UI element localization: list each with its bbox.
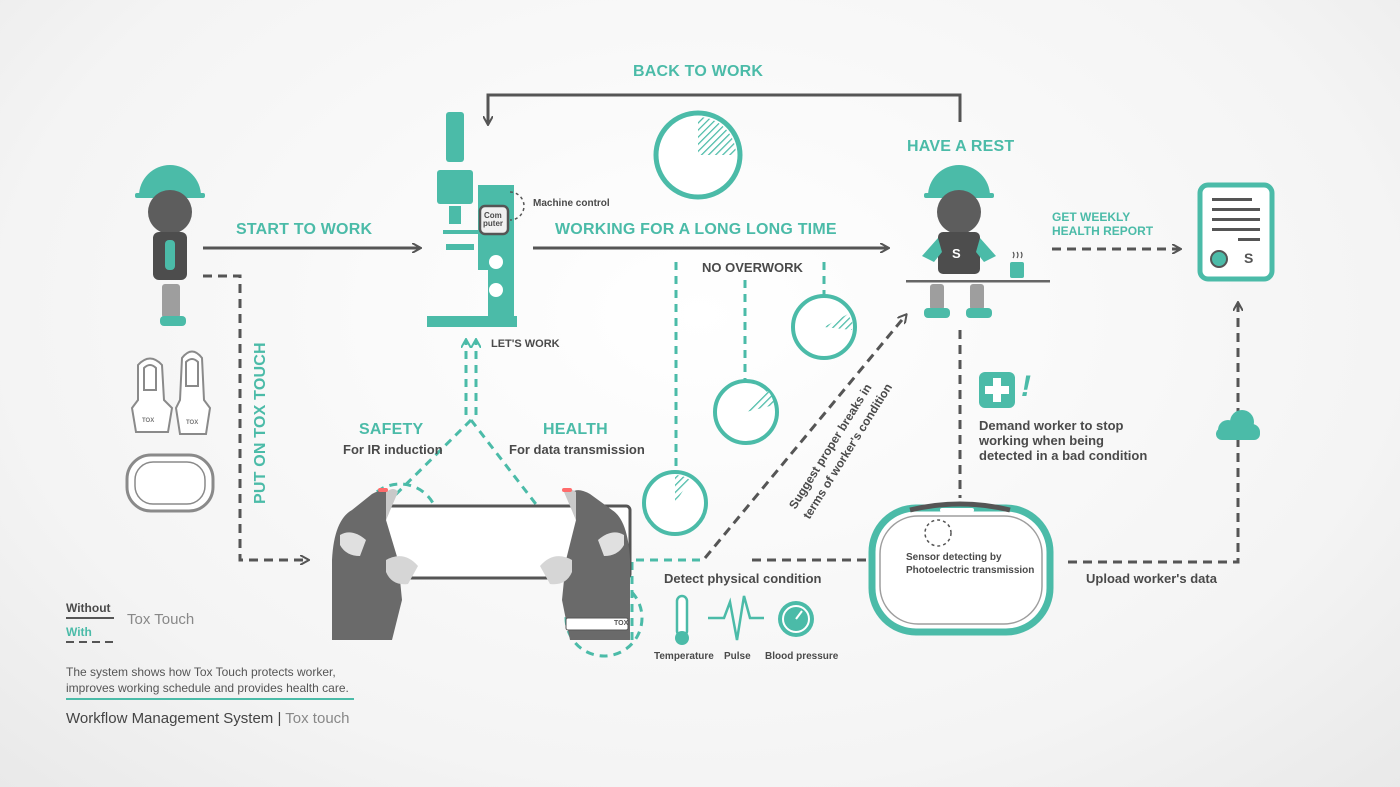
weekly-report-label-1: GET WEEKLY bbox=[1052, 210, 1131, 224]
upload-data-arrow bbox=[1068, 303, 1238, 564]
worker-icon bbox=[135, 165, 205, 326]
safety-label: SAFETY bbox=[359, 421, 424, 438]
upload-label: Upload worker's data bbox=[1086, 571, 1217, 586]
device-label: TOX bbox=[186, 420, 199, 426]
coffee-cup-icon bbox=[1010, 251, 1024, 278]
legend-with: With bbox=[66, 625, 92, 639]
weekly-report-label-2: HEALTH REPORT bbox=[1052, 224, 1154, 238]
thermometer-icon bbox=[675, 594, 689, 645]
working-long-label: WORKING FOR A LONG LONG TIME bbox=[555, 221, 837, 238]
tox-device-outline-icon bbox=[125, 350, 215, 513]
computer-label-1: Com bbox=[484, 211, 502, 220]
have-a-rest-label: HAVE A REST bbox=[907, 138, 1015, 155]
medical-alert-icon bbox=[979, 372, 1015, 408]
exclamation-mark: ! bbox=[1021, 370, 1031, 403]
sensor-device-icon bbox=[868, 501, 1054, 636]
footer-subtitle: Tox touch bbox=[285, 710, 350, 727]
sensor-label-1: Sensor detecting by bbox=[906, 552, 1002, 563]
footer-description-1: The system shows how Tox Touch protects … bbox=[66, 665, 336, 679]
shirt-letter: S bbox=[952, 246, 961, 261]
footer-description-2: improves working schedule and provides h… bbox=[66, 681, 349, 695]
footer-separator: | bbox=[277, 710, 282, 727]
detect-label: Detect physical condition bbox=[664, 571, 822, 586]
pulse-label: Pulse bbox=[724, 651, 751, 662]
suggest-breaks-arrow bbox=[703, 315, 906, 559]
small-clock-icon bbox=[791, 294, 857, 360]
blood-pressure-icon bbox=[778, 601, 814, 637]
health-report-icon bbox=[1197, 182, 1275, 282]
machine-control-label: Machine control bbox=[533, 198, 610, 209]
small-clock-icon bbox=[713, 379, 779, 445]
report-letter: S bbox=[1244, 250, 1254, 266]
temperature-label: Temperature bbox=[654, 651, 714, 662]
sensor-label-2: Photoelectric transmission bbox=[906, 565, 1035, 576]
start-to-work-label: START TO WORK bbox=[236, 221, 373, 238]
device-label: TOX bbox=[142, 418, 155, 424]
back-to-work-label: BACK TO WORK bbox=[633, 63, 764, 80]
demand-label-2: working when being bbox=[979, 433, 1104, 448]
footer-title-main: Workflow Management System bbox=[66, 710, 274, 727]
health-label: HEALTH bbox=[543, 421, 608, 438]
put-on-tox-touch-label: PUT ON TOX TOUCH bbox=[252, 342, 269, 504]
blood-pressure-label: Blood pressure bbox=[765, 651, 839, 662]
demand-label-1: Demand worker to stop bbox=[979, 418, 1124, 433]
resting-worker-icon bbox=[906, 165, 1050, 318]
footer-title: Workflow Management System | Tox touch bbox=[66, 710, 350, 727]
put-on-arrow bbox=[203, 274, 308, 560]
demand-label-3: detected in a bad condition bbox=[979, 448, 1148, 463]
big-clock-icon bbox=[653, 110, 743, 200]
no-overwork-label: NO OVERWORK bbox=[702, 260, 803, 275]
hands-with-tox-touch-icon bbox=[332, 488, 632, 640]
cloud-icon bbox=[1216, 410, 1260, 440]
health-sub-label: For data transmission bbox=[509, 442, 645, 457]
machine-icon bbox=[427, 112, 525, 327]
lets-work-label: LET'S WORK bbox=[491, 338, 560, 350]
back-to-work-arrow bbox=[488, 93, 962, 124]
small-clock-icon bbox=[642, 470, 708, 536]
glove-label: TOX bbox=[614, 620, 629, 627]
legend-without: Without bbox=[66, 601, 111, 615]
computer-label-2: puter bbox=[483, 219, 503, 228]
legend-product: Tox Touch bbox=[127, 611, 195, 628]
safety-sub-label: For IR induction bbox=[343, 442, 443, 457]
pulse-icon bbox=[708, 595, 764, 641]
